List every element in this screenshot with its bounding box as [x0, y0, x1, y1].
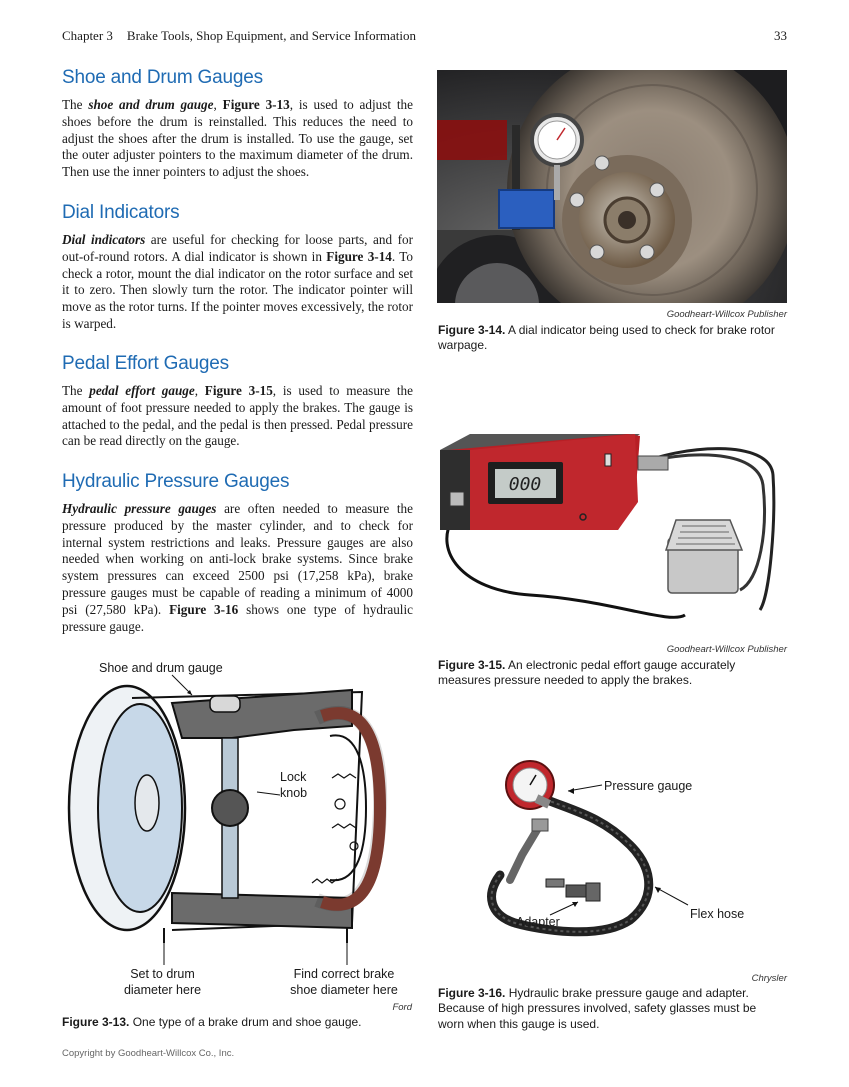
- paragraph-hydraulic-pressure: Hydraulic pressure gauges are often need…: [62, 501, 413, 634]
- figure-3-16-caption: Figure 3-16. Hydraulic brake pressure ga…: [438, 986, 757, 1031]
- heading-shoe-drum: Shoe and Drum Gauges: [62, 67, 263, 88]
- label-shoe-drum-gauge: Shoe and drum gauge: [99, 661, 223, 675]
- figure-3-14-credit: Goodheart-Willcox Publisher: [666, 309, 787, 320]
- paragraph-shoe-drum: The shoe and drum gauge, Figure 3-13, is…: [62, 97, 413, 180]
- figure-3-14-photo: [437, 70, 787, 303]
- figure-3-14-caption: Figure 3-14. A dial indicator being used…: [438, 323, 775, 353]
- figure-3-15-credit: Goodheart-Willcox Publisher: [666, 644, 787, 655]
- heading-pedal-effort: Pedal Effort Gauges: [62, 353, 229, 374]
- label-shoe-diameter: Find correct brake shoe diameter here: [290, 967, 398, 997]
- figure-3-13-illustration: [67, 684, 388, 943]
- figure-3-13-credit: Ford: [392, 1002, 412, 1013]
- paragraph-dial-indicators: Dial indicators are useful for checking …: [62, 232, 414, 331]
- heading-hydraulic-pressure: Hydraulic Pressure Gauges: [62, 471, 290, 492]
- paragraph-pedal-effort: The pedal effort gauge, Figure 3-15, is …: [62, 383, 413, 449]
- label-drum-diameter: Set to drum diameter here: [123, 967, 202, 997]
- figure-3-13-caption: Figure 3-13. One type of a brake drum an…: [62, 1015, 362, 1029]
- copyright-footer: Copyright by Goodheart-Willcox Co., Inc.: [62, 1048, 235, 1059]
- figure-3-15-illustration: 000: [440, 434, 776, 619]
- figure-3-16-credit: Chrysler: [751, 973, 787, 984]
- page-number: 33: [774, 28, 787, 43]
- heading-dial-indicators: Dial Indicators: [62, 202, 180, 223]
- figure-3-13-leader-lines: [163, 674, 348, 965]
- figure-3-16-illustration: [487, 760, 689, 937]
- label-pressure-gauge: Pressure gauge: [604, 779, 693, 793]
- figure-3-15-caption: Figure 3-15. An electronic pedal effort …: [438, 658, 736, 688]
- label-adapter: Adapter: [516, 915, 560, 929]
- label-lock-knob: Lock knob: [280, 770, 308, 800]
- gauge-display-reading: 000: [509, 474, 542, 495]
- label-flex-hose: Flex hose: [690, 907, 745, 921]
